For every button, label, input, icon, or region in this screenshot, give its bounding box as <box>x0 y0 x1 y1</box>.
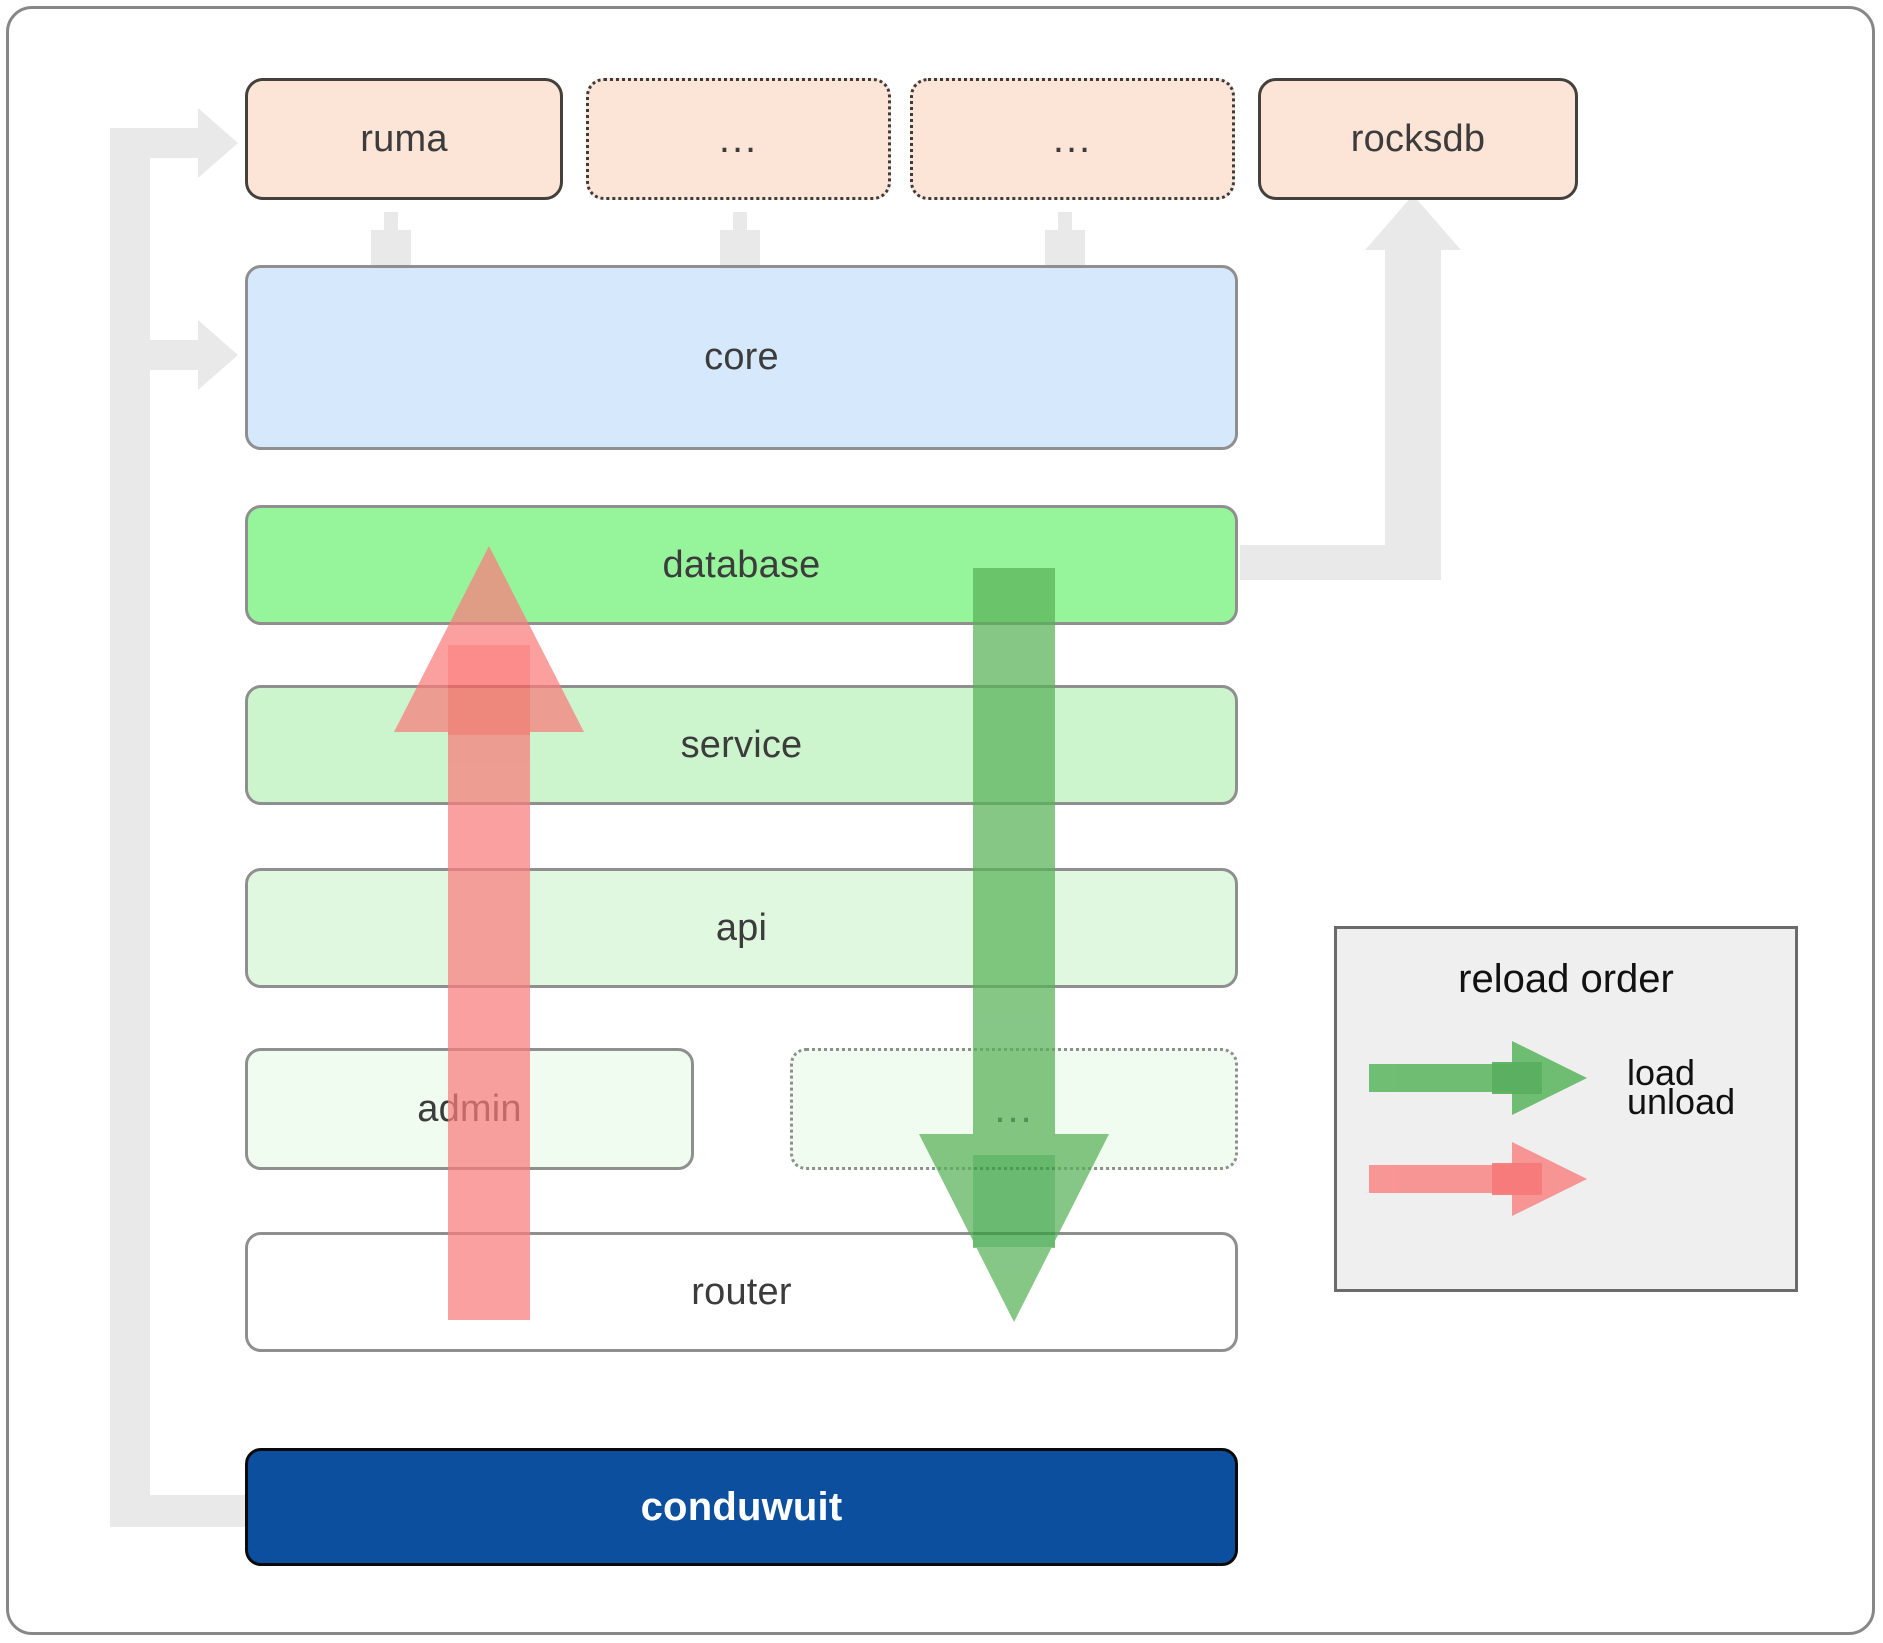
legend-label-unload: unload <box>1627 1081 1736 1122</box>
dependency-box-ellipsis-1[interactable]: ... <box>586 78 891 200</box>
dependency-connectors <box>110 108 1461 1527</box>
load-arrow <box>919 568 1109 1322</box>
layer-box-database[interactable]: database <box>245 505 1238 625</box>
legend-title: reload order <box>1458 957 1674 1001</box>
dependency-label: ruma <box>360 117 448 160</box>
layer-label: core <box>704 336 779 378</box>
legend-unload-arrow <box>1369 1142 1587 1216</box>
legend-load-arrow <box>1369 1041 1587 1115</box>
legend-panel: reload order load unload <box>1334 926 1798 1292</box>
unload-arrow <box>394 546 584 1320</box>
dependency-box-ruma[interactable]: ruma <box>245 78 563 200</box>
layer-to-dependency-arrows <box>371 212 1085 268</box>
root-label: conduwuit <box>640 1484 843 1529</box>
layer-label: database <box>662 543 821 586</box>
root-box-conduwuit[interactable]: conduwuit <box>245 1448 1238 1566</box>
dependency-box-ellipsis-2[interactable]: ... <box>910 78 1235 200</box>
layer-box-router[interactable]: router <box>245 1232 1238 1352</box>
layer-label: service <box>680 723 803 766</box>
layer-box-api[interactable]: api <box>245 868 1238 988</box>
legend-label-load: load <box>1627 1052 1696 1093</box>
legend-arrows <box>1369 1041 1587 1216</box>
layer-label: router <box>691 1270 792 1313</box>
dependency-box-rocksdb[interactable]: rocksdb <box>1258 78 1578 200</box>
dependency-label: rocksdb <box>1350 117 1486 160</box>
layer-box-core[interactable]: core <box>245 265 1238 450</box>
layer-label: api <box>715 906 768 949</box>
